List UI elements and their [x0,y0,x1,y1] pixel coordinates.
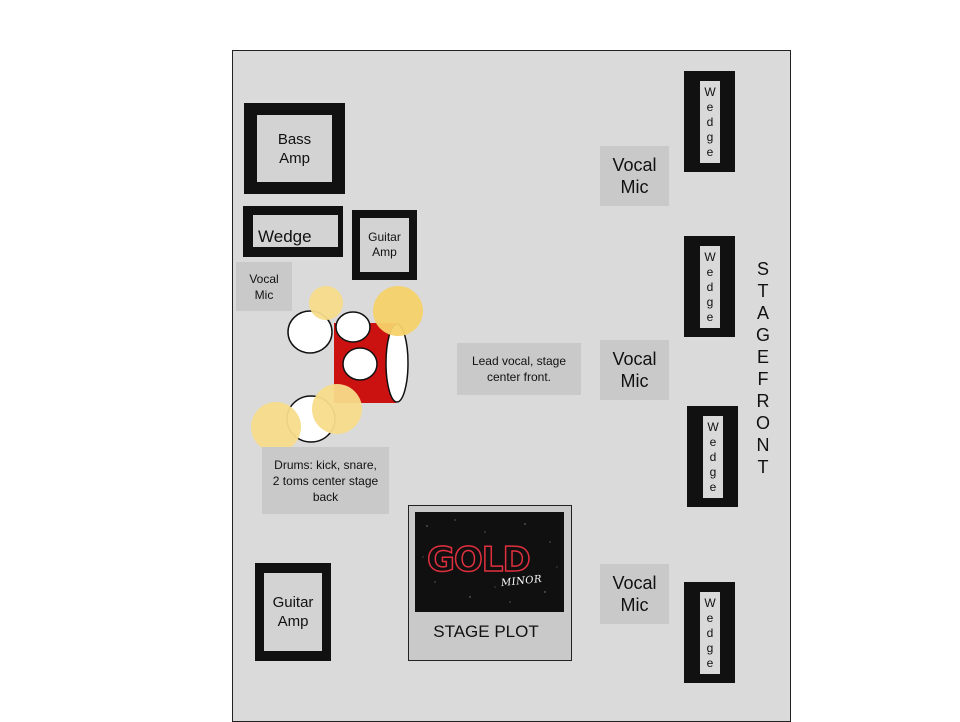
cymbal-icon [312,384,362,434]
lead-vocal-note-text: Lead vocal, stage center front. [471,354,567,384]
guitar-amp-lower: Guitar Amp [255,563,331,661]
guitar-amp-upper-label: Guitar Amp [368,230,401,259]
bass-amp: Bass Amp [244,103,345,194]
vocal-mic-drums-label: Vocal Mic [249,271,279,302]
vocal-mic-mid: Vocal Mic [600,340,669,400]
stage-plot-caption: STAGE PLOT [433,622,539,641]
band-logo: GOLD Minor [415,512,564,612]
guitar-amp-lower-label: Guitar Amp [272,594,314,630]
vocal-mic-bottom-label: Vocal Mic [612,573,657,615]
vocal-mic-mid-label: Vocal Mic [612,349,657,391]
rack-tom-2-icon [342,347,378,381]
vocal-mic-drums: Vocal Mic [236,262,292,311]
lead-vocal-note: Lead vocal, stage center front. [457,343,581,395]
vocal-mic-top-label: Vocal Mic [612,155,657,197]
drums-note-text: Drums: kick, snare, 2 toms center stage … [272,457,379,504]
cymbal-icon [309,286,343,320]
guitar-amp-upper: Guitar Amp [352,210,417,280]
logo-title: GOLD [426,540,531,580]
drums-note: Drums: kick, snare, 2 toms center stage … [262,447,389,514]
drum-kit [251,286,423,452]
wedge-left: Wedge [243,206,343,257]
vocal-mic-bottom: Vocal Mic [600,564,669,624]
floor-tom-icon [287,310,333,354]
rack-tom-1-icon [335,311,371,343]
vocal-mic-top: Vocal Mic [600,146,669,206]
cymbal-icon [373,286,423,336]
bass-amp-label: Bass Amp [277,130,312,167]
logo-graphic [422,519,558,603]
stage-plot-logo-box: GOLD Minor STAGE PLOT [408,505,572,661]
wedge-left-label: Wedge [258,227,312,246]
cymbal-icon [251,402,301,452]
